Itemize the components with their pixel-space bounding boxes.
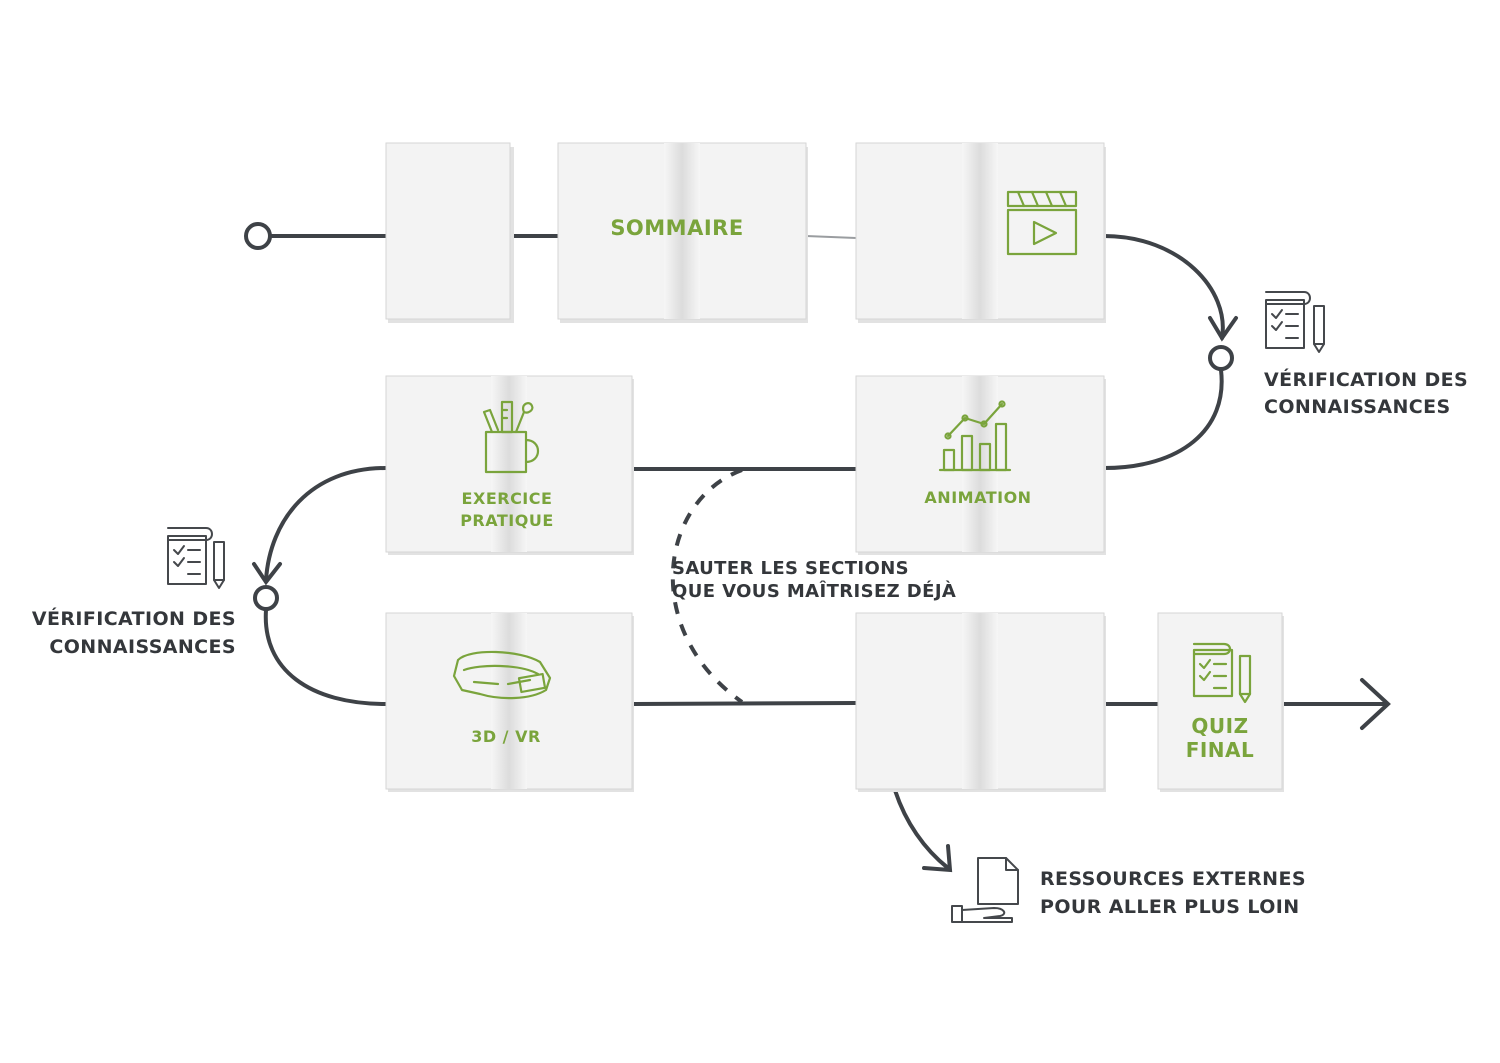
- arrowhead-left: [252, 562, 282, 586]
- vr-headset-icon: [452, 650, 552, 700]
- book-blank[interactable]: [855, 612, 1106, 792]
- curve-right-top: [1102, 234, 1225, 340]
- book-label-animation: ANIMATION: [924, 488, 1032, 507]
- checklist-scroll-icon: [1192, 642, 1252, 704]
- book-vr[interactable]: [385, 612, 634, 792]
- book-video[interactable]: [855, 142, 1106, 323]
- curve-right-bottom: [1102, 368, 1224, 470]
- book-quiz[interactable]: [1157, 612, 1284, 792]
- curve-left-top: [264, 466, 388, 582]
- book-label-quiz: QUIZ FINAL: [1185, 714, 1255, 762]
- pencil-cup-icon: [482, 400, 540, 474]
- rail-2-3: [805, 235, 857, 239]
- document-hand-icon: [951, 857, 1019, 923]
- arrowhead-right: [1208, 316, 1238, 342]
- knowledge-check-left-label: VÉRIFICATION DES CONNAISSANCES: [31, 608, 236, 658]
- skip-sections-label: SAUTER LES SECTIONS QUE VOUS MAÎTRISEZ D…: [672, 558, 957, 602]
- video-clapper-icon: [1006, 190, 1078, 256]
- skip-dashed-path: [670, 468, 744, 704]
- book-animation[interactable]: [855, 375, 1106, 555]
- curve-left-bottom: [263, 608, 388, 706]
- rail-vr-next: [630, 701, 858, 706]
- checklist-scroll-icon-left: [167, 527, 225, 589]
- book-cover-1[interactable]: [385, 142, 514, 323]
- external-resources-label: RESSOURCES EXTERNES POUR ALLER PLUS LOIN: [1040, 868, 1306, 918]
- end-arrowhead: [1360, 678, 1391, 730]
- book-label-vr: 3D / VR: [471, 727, 541, 746]
- check-node-left: [253, 585, 279, 611]
- path-lines: [244, 222, 1391, 873]
- book-sommaire[interactable]: [557, 142, 808, 323]
- resources-arrowhead: [922, 844, 953, 873]
- book-label-exercice: EXERCICE PRATIQUE: [460, 489, 554, 530]
- checklist-scroll-icon-right: [1265, 291, 1325, 353]
- book-label-sommaire: SOMMAIRE: [610, 216, 744, 240]
- check-node-right: [1208, 345, 1234, 371]
- knowledge-check-right-label: VÉRIFICATION DES CONNAISSANCES: [1264, 369, 1469, 418]
- growth-chart-icon: [938, 400, 1012, 472]
- start-node: [244, 222, 272, 250]
